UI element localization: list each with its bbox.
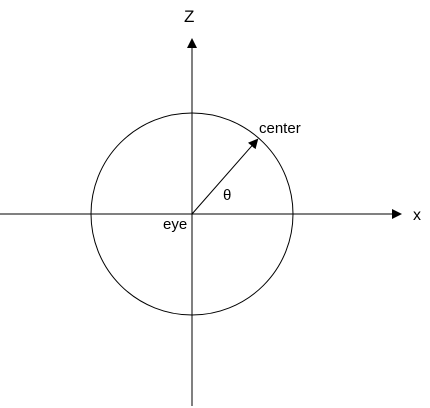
z-axis-label: Z xyxy=(184,7,194,26)
eye-label: eye xyxy=(163,216,187,233)
theta-label: θ xyxy=(223,187,231,204)
eye-to-center-arrow xyxy=(191,138,259,215)
x-axis-label: x xyxy=(413,207,421,224)
center-label: center xyxy=(259,120,301,137)
view-circle xyxy=(90,112,294,316)
